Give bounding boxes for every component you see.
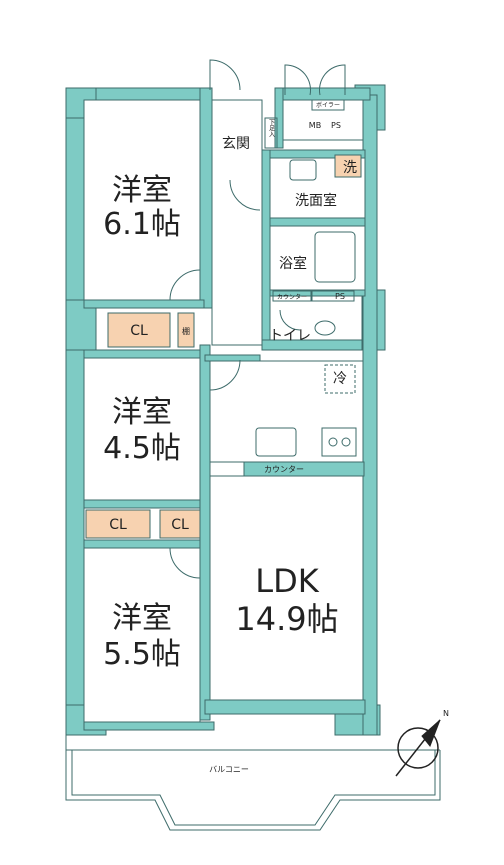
label-fridge: 冷 [333, 371, 347, 387]
label-shoe-storage: 下足入 [268, 119, 275, 137]
label-toilet: トイレ [269, 328, 311, 344]
laundry-pan [334, 154, 362, 178]
fixtures [255, 99, 357, 457]
room-size-western1: 6.1帖 [103, 207, 181, 242]
label-mb: MB [309, 121, 321, 130]
closet-3 [159, 509, 201, 539]
label-north: N [443, 709, 449, 718]
walls [65, 84, 386, 736]
room-name-western2: 洋室 [112, 395, 172, 430]
room-name-western1: 洋室 [112, 173, 172, 208]
kitchen-sink [255, 427, 297, 457]
room-name-ldk: LDK [255, 562, 319, 600]
label-counter: カウンター [264, 465, 304, 474]
room-size-western2: 4.5帖 [103, 431, 181, 466]
closet-1 [107, 312, 171, 348]
label-ps: PS [331, 121, 341, 130]
stove [321, 427, 357, 457]
washbasin [289, 159, 317, 181]
room-size-ldk: 14.9帖 [235, 600, 338, 638]
fridge-space [324, 364, 356, 394]
label-washroom: 洗面室 [295, 192, 337, 209]
closets [85, 154, 362, 539]
balcony-outline [65, 735, 441, 831]
label-boiler: ボイラー [316, 101, 340, 109]
compass-icon [395, 719, 441, 777]
label-ps2: PS [335, 292, 345, 301]
label-counter-small: カウンター [277, 293, 307, 301]
label-entrance: 玄関 [222, 135, 250, 152]
doors [169, 59, 346, 579]
label-cl3: CL [171, 517, 189, 533]
room-size-western3: 5.5帖 [103, 637, 181, 672]
label-cl1: CL [130, 323, 148, 339]
toilet-bowl [314, 320, 336, 336]
floor-areas [83, 99, 366, 723]
label-cl2: CL [109, 517, 127, 533]
room-name-western3: 洋室 [112, 601, 172, 636]
label-shelf: 棚 [182, 326, 190, 336]
closet-2 [85, 509, 151, 539]
label-laundry: 洗 [343, 160, 357, 176]
bathtub [314, 231, 356, 283]
label-balcony: バルコニー [209, 765, 249, 774]
label-bathroom: 浴室 [279, 255, 307, 272]
shelf [177, 312, 195, 348]
